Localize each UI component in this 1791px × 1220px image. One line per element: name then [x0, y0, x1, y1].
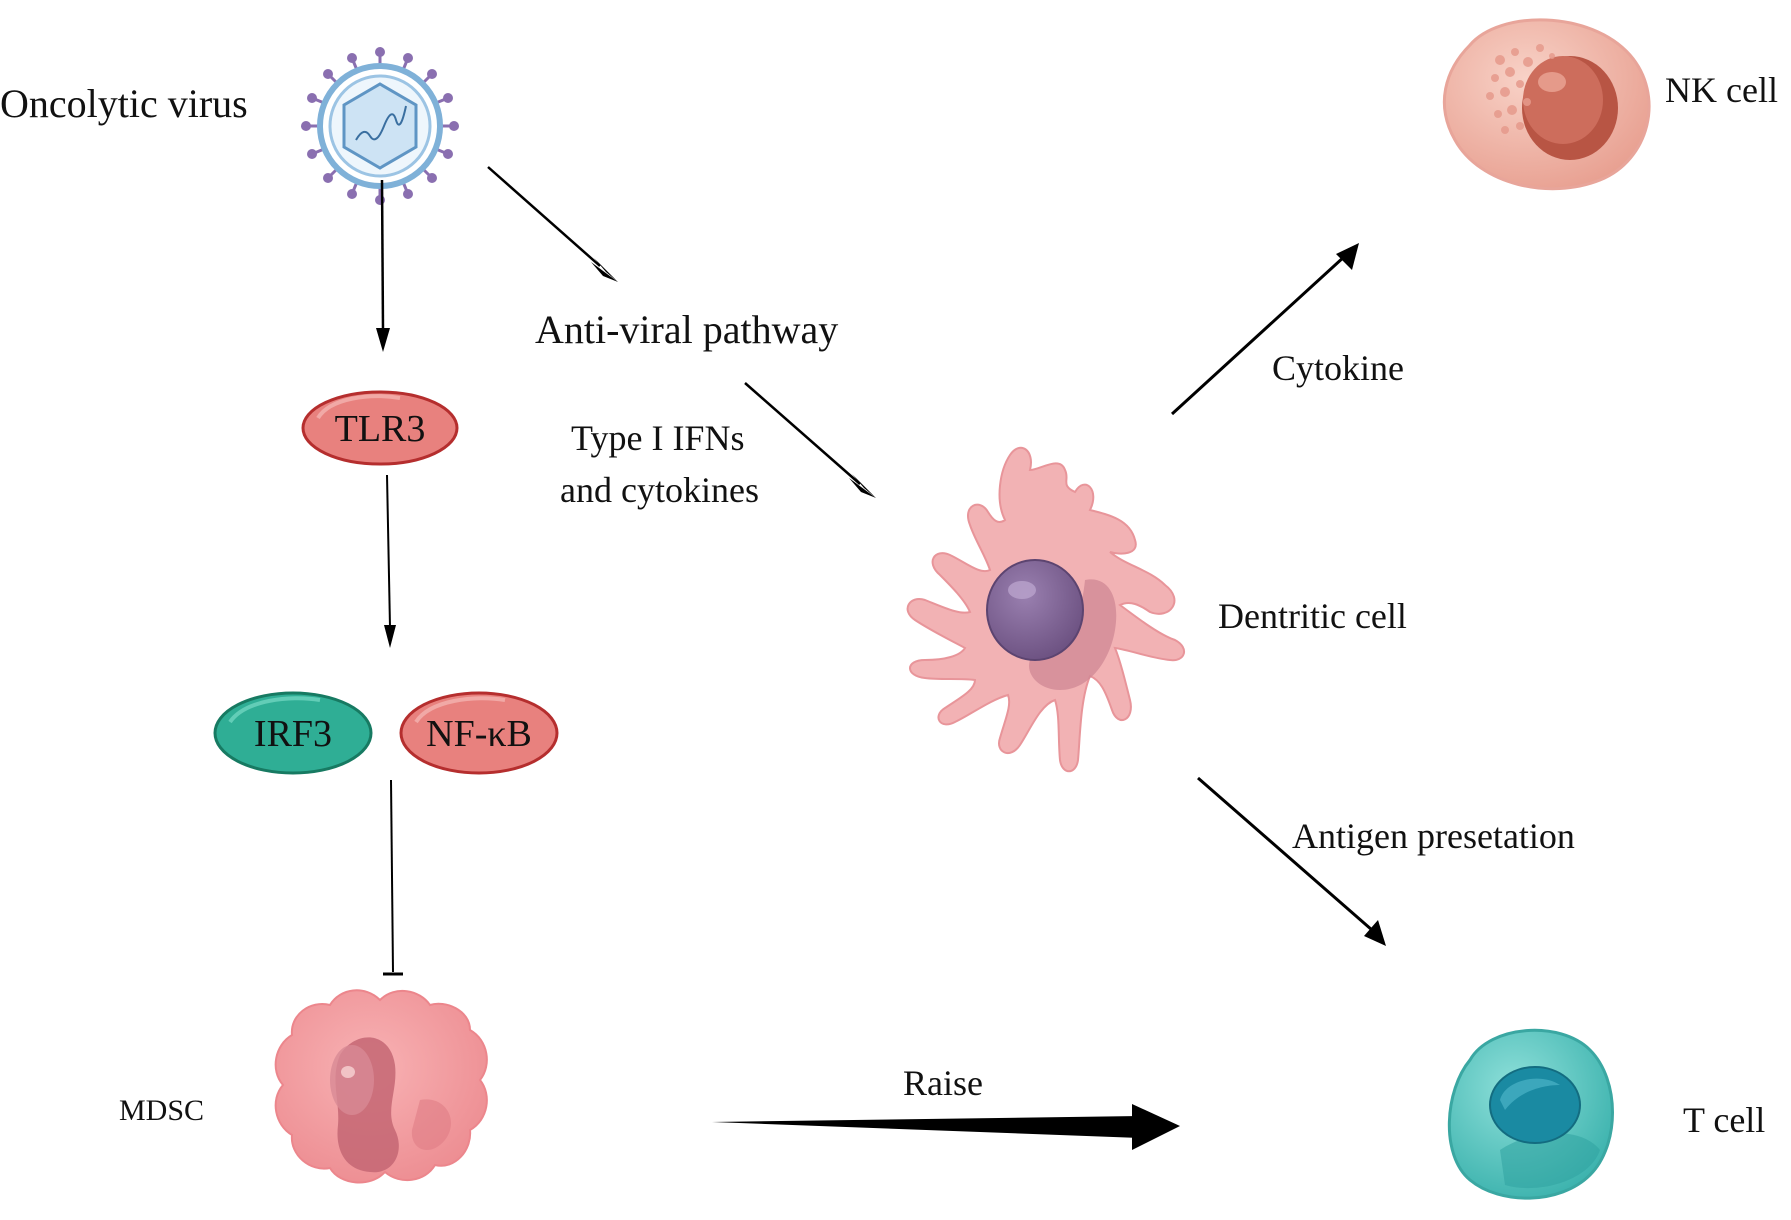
cytokine-label: Cytokine [1272, 348, 1404, 388]
arrow-ifns-to-dendritic [744, 382, 876, 498]
mdsc-cell-icon [274, 989, 488, 1184]
irf3-label: IRF3 [254, 713, 332, 755]
arrow-dendritic-to-nk [1170, 243, 1359, 416]
t-cell-label: T cell [1683, 1100, 1766, 1140]
anti-viral-pathway-label: Anti-viral pathway [535, 307, 839, 352]
arrow-virus-to-tlr3 [376, 179, 390, 352]
antigen-presentation-label: Antigen presetation [1292, 816, 1575, 856]
nk-cell-label: NK cell [1665, 70, 1778, 110]
irf3-node [213, 691, 373, 775]
nk-cell-icon [1442, 18, 1651, 191]
nfkb-node [399, 691, 559, 775]
tlr3-label: TLR3 [335, 408, 426, 450]
nfkb-label: NF-κB [426, 713, 532, 755]
arrow-dendritic-to-tcell [1197, 776, 1386, 946]
inhibition-to-mdsc [383, 779, 403, 976]
arrow-mdsc-to-tcell [712, 1104, 1180, 1150]
arrow-tlr3-to-irf3-nfkb [384, 474, 396, 648]
oncolytic-virus-label: Oncolytic virus [0, 81, 248, 126]
mdsc-label: MDSC [119, 1094, 205, 1127]
raise-label: Raise [903, 1063, 983, 1103]
virus-icon [301, 47, 459, 205]
t-cell-icon [1447, 1028, 1614, 1200]
type-i-ifns-label-line2: and cytokines [560, 470, 759, 510]
arrow-virus-to-antiviral [487, 166, 618, 282]
tlr3-node [301, 390, 459, 466]
dendritic-cell-icon [906, 446, 1185, 773]
dendritic-cell-label: Dentritic cell [1218, 596, 1407, 636]
type-i-ifns-label-line1: Type I IFNs [571, 418, 745, 458]
